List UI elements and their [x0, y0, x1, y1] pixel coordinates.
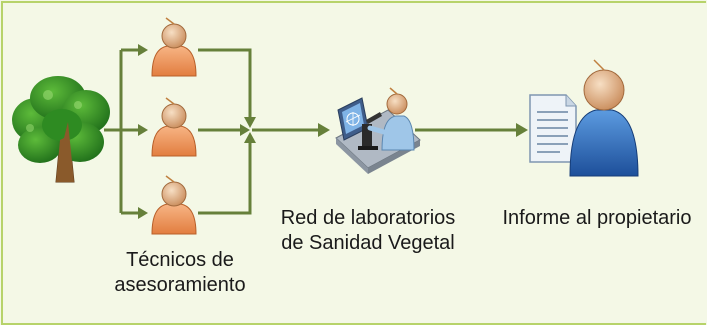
owner-icon	[569, 59, 639, 177]
lab-network-label-line1: Red de laboratorios	[280, 207, 456, 229]
tree-icon	[12, 76, 110, 183]
tecnicos-label: Técnicos de asesoramiento	[90, 248, 270, 298]
arrowhead-join-up	[244, 132, 256, 143]
tecnicos-label-line2: asesoramiento	[114, 274, 246, 296]
technician-icon	[151, 17, 197, 77]
arrowhead-mid	[138, 124, 148, 136]
owner-report-label-text: Informe al propietario	[502, 207, 692, 229]
arrowhead-top	[138, 44, 148, 56]
arrowhead-lab	[318, 123, 330, 137]
join-from-top	[198, 48, 252, 120]
document-icon	[529, 94, 577, 163]
arrowhead-owner	[516, 123, 528, 137]
arrowhead-join-right	[240, 124, 250, 136]
technician-icon	[151, 97, 197, 157]
technician-icon	[151, 175, 197, 235]
join-from-bottom	[198, 140, 252, 215]
lab-network-label-line2: de Sanidad Vegetal	[281, 232, 455, 254]
lab-network-label: Red de laboratorios de Sanidad Vegetal	[268, 206, 468, 256]
flow-lines	[104, 48, 516, 215]
tecnicos-label-line1: Técnicos de	[126, 249, 234, 271]
arrowhead-bottom	[138, 207, 148, 219]
lab-technician-icon	[335, 87, 421, 174]
arrowhead-join-down	[244, 117, 256, 128]
arrowheads	[138, 44, 528, 219]
owner-report-label: Informe al propietario	[487, 206, 707, 231]
